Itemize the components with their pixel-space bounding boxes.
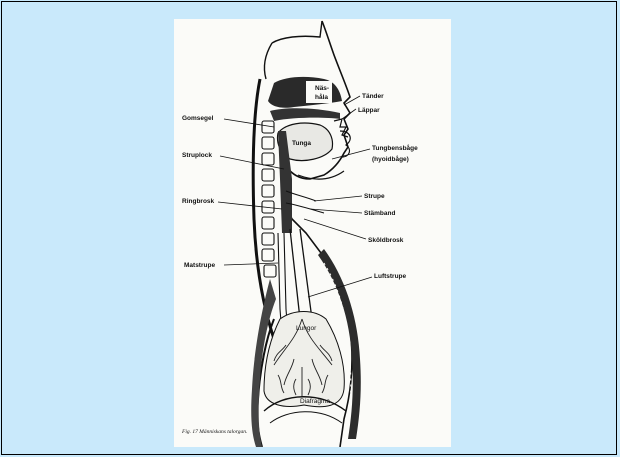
oral-cavity — [270, 108, 340, 121]
diaphragm-lower — [270, 412, 342, 423]
label-struplock: Struplock — [182, 152, 212, 159]
label-stamband: Stämband — [364, 210, 395, 217]
trachea — [290, 229, 312, 319]
label-diafragma: Diafragma — [300, 398, 330, 405]
label-hyoidbage: (hyoidbåge) — [372, 155, 409, 163]
label-ringbrosk: Ringbrosk — [182, 198, 215, 205]
label-lungor: Lungor — [296, 325, 317, 332]
label-luftstrupe: Luftstrupe — [374, 273, 407, 280]
figure-caption: Fig. 17 Människans talorgan. — [181, 429, 247, 435]
label-nas-2: håla — [315, 93, 328, 101]
label-gomsegel: Gomsegel — [182, 115, 214, 122]
label-tungbensbage: Tungbensbåge — [372, 144, 418, 152]
skull-back — [264, 21, 322, 79]
speech-organs-diagram: Näs- håla Tänder Läppar Gomsegel Tunga S… — [174, 19, 451, 447]
label-tander: Tänder — [362, 93, 384, 100]
figure-sheet: Näs- håla Tänder Läppar Gomsegel Tunga S… — [174, 19, 451, 447]
label-tunga: Tunga — [292, 140, 311, 147]
label-lappar: Läppar — [358, 107, 380, 114]
label-skoldbrosk: Sköldbrosk — [368, 237, 404, 244]
label-matstrupe: Matstrupe — [184, 262, 215, 269]
label-strupe: Strupe — [364, 193, 385, 200]
label-nas-1: Näs- — [315, 85, 329, 92]
